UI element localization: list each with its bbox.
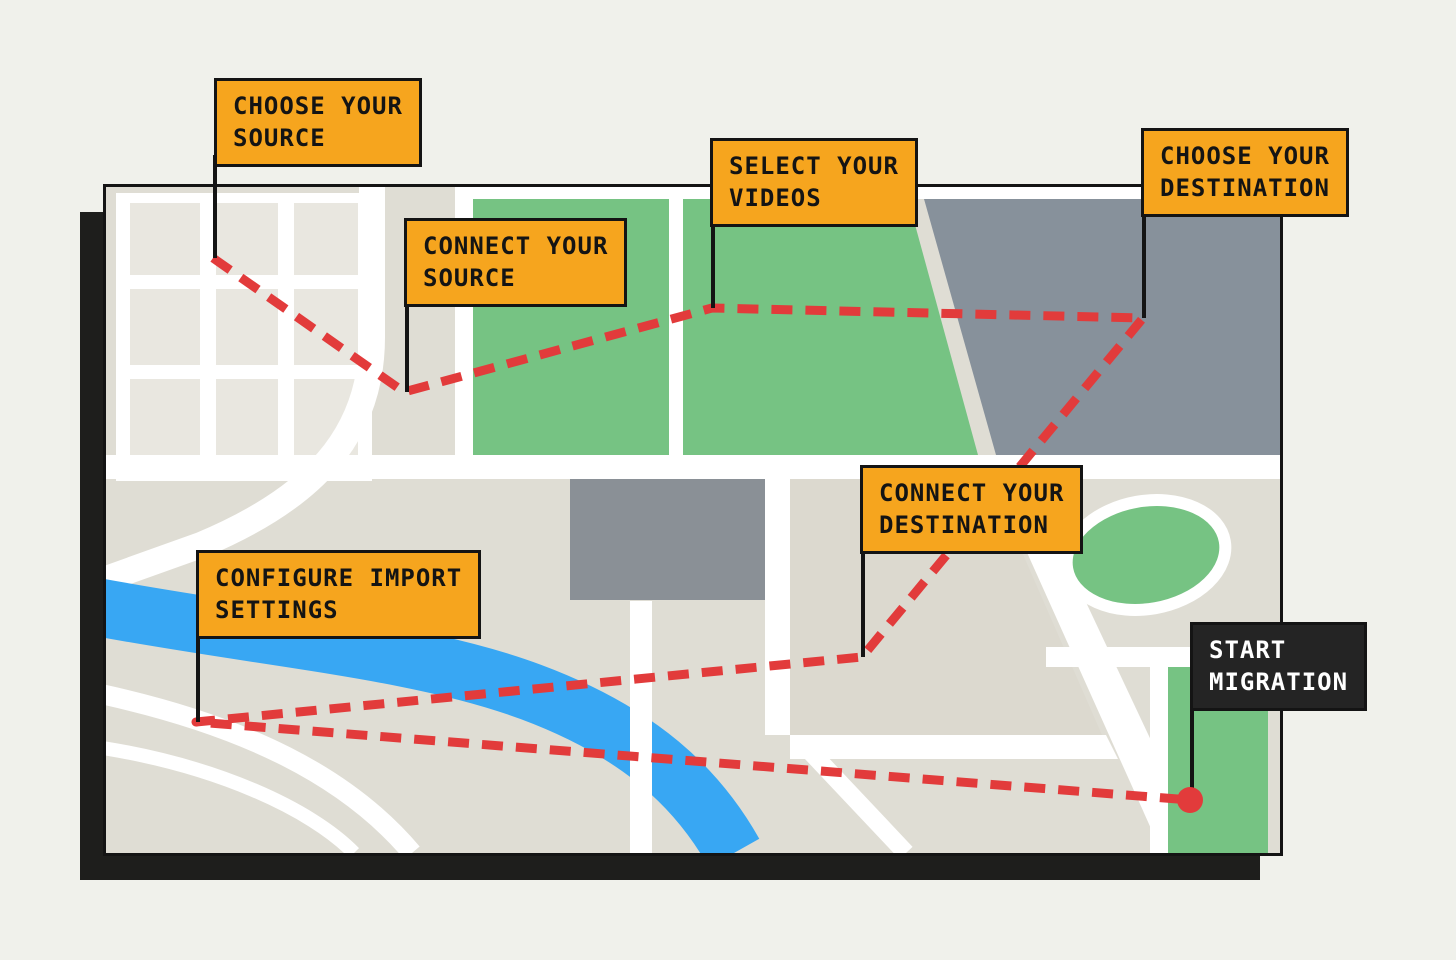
step-label-text: CONNECT YOUR [879,479,1065,507]
vertical-road-2 [669,187,683,467]
step-label-text: START [1209,636,1287,664]
step-label-text: SETTINGS [215,595,339,624]
step-label-configure-import: CONFIGURE IMPORT SETTINGS [196,550,482,640]
step-label-text: SELECT YOUR [729,152,899,180]
step-label-select-videos: SELECT YOUR VIDEOS [710,138,918,228]
map-panel [103,184,1283,856]
step-label-choose-destination: CHOOSE YOUR DESTINATION [1141,128,1349,218]
building-block-grey [570,479,765,600]
step-label-text: SOURCE [233,123,326,152]
step-label-text: VIDEOS [729,183,822,212]
step-label-text: CHOOSE YOUR [233,92,403,120]
bridge-road [630,601,652,853]
step-label-text: SOURCE [423,263,516,292]
vertical-road-3 [765,479,790,735]
step-label-choose-source: CHOOSE YOUR SOURCE [214,78,422,168]
road-below-center-block [790,735,1118,759]
step-label-text: CHOOSE YOUR [1160,142,1330,170]
step-label-text: CONNECT YOUR [423,232,609,260]
step-label-connect-destination: CONNECT YOUR DESTINATION [860,465,1084,555]
vertical-road-4 [1150,667,1168,853]
step-label-start-migration: START MIGRATION [1190,622,1368,712]
step-label-connect-source: CONNECT YOUR SOURCE [404,218,628,308]
step-label-text: DESTINATION [1160,173,1330,202]
step-label-text: CONFIGURE IMPORT [215,564,463,592]
step-label-text: MIGRATION [1209,667,1349,696]
map-artwork [106,187,1280,853]
main-horizontal-road [106,455,1280,479]
step-label-text: DESTINATION [879,510,1049,539]
